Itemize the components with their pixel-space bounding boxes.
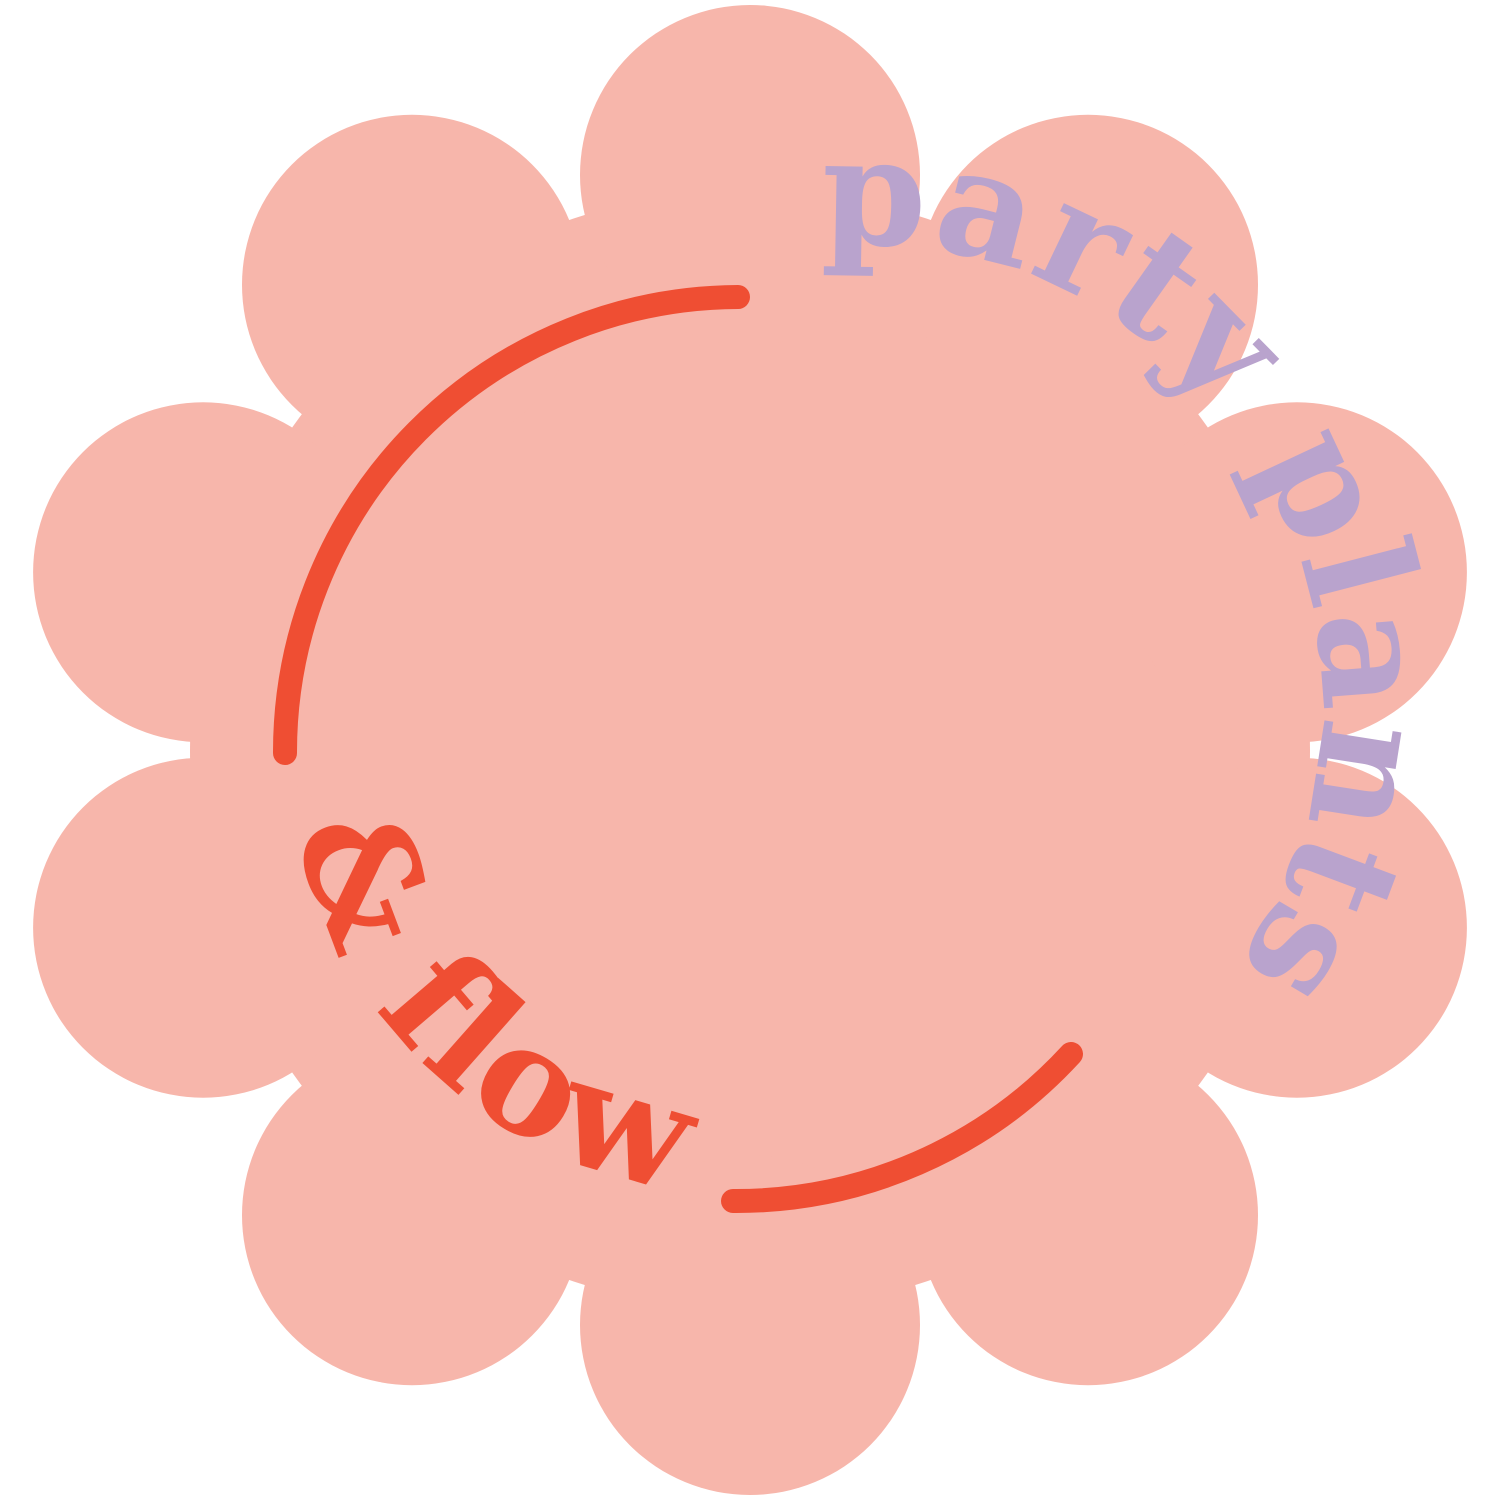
flower-petal	[1126, 402, 1467, 743]
scalloped-flower-icon	[33, 5, 1467, 1495]
flower-petal	[242, 1045, 582, 1386]
flower-petal	[918, 114, 1258, 455]
flower-petal	[33, 757, 374, 1098]
flower-petal	[918, 1045, 1258, 1386]
ring-arc-left	[272, 285, 750, 765]
ring-arc-bottom-right	[721, 1042, 1083, 1214]
flower-petal	[1126, 757, 1467, 1098]
flower-petal	[580, 1155, 920, 1495]
flower-petal	[580, 5, 920, 345]
flower-petal	[242, 114, 582, 455]
